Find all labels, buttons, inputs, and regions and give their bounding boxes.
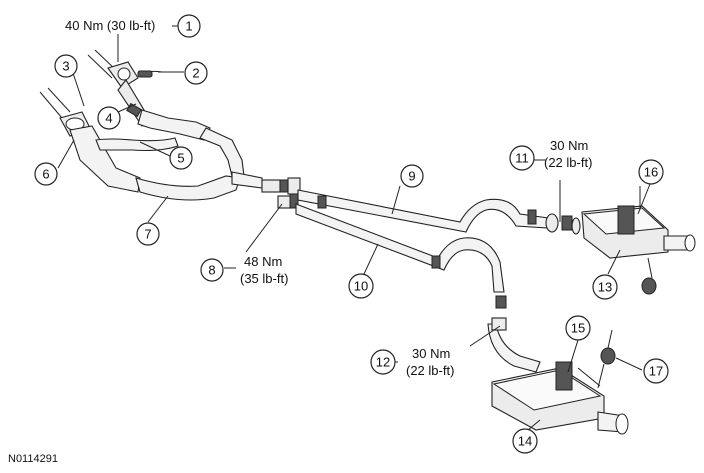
svg-text:9: 9	[408, 169, 415, 184]
torque-label-11-nm: 30 Nm	[550, 138, 588, 153]
torque-label-1: 40 Nm (30 lb-ft)	[65, 18, 155, 33]
lh-muffler-bracket	[555, 361, 601, 391]
front-clamps	[261, 177, 301, 209]
svg-text:15: 15	[571, 321, 585, 336]
figure-id: N0114291	[8, 453, 58, 465]
torque-label-12-nm: 30 Nm	[412, 346, 450, 361]
torque-label-12-lbft: (22 lb-ft)	[406, 363, 454, 378]
lh-muffler-inlet	[487, 323, 541, 373]
lh-converter-pipe	[95, 137, 179, 152]
svg-text:6: 6	[42, 167, 49, 182]
svg-text:5: 5	[177, 151, 184, 166]
rh-muffler-bracket	[617, 186, 641, 235]
torque-label-8-lbft: (35 lb-ft)	[240, 271, 288, 286]
svg-text:11: 11	[515, 151, 529, 166]
callout-16: 16	[638, 159, 664, 185]
callout-15: 15	[565, 315, 591, 341]
callout-3: 3	[54, 54, 78, 78]
pipe-hangers	[317, 195, 537, 269]
svg-text:17: 17	[649, 364, 663, 379]
lh-isolator	[597, 329, 616, 389]
svg-text:2: 2	[192, 66, 199, 81]
callout-13: 13	[592, 274, 618, 300]
lh-pipe-clamp	[491, 295, 507, 331]
rh-isolator	[641, 257, 657, 295]
svg-text:8: 8	[208, 263, 215, 278]
svg-text:14: 14	[518, 434, 532, 449]
callout-12: 12	[370, 349, 396, 375]
lh-muffler-top	[492, 369, 602, 411]
y-pipe-rh-branch	[199, 127, 245, 177]
svg-text:10: 10	[354, 279, 368, 294]
svg-text:16: 16	[644, 165, 658, 180]
callout-4: 4	[97, 106, 121, 130]
y-pipe	[135, 175, 241, 201]
torque-label-11-lbft: (22 lb-ft)	[544, 155, 592, 170]
svg-text:13: 13	[598, 280, 612, 295]
callout-11: 11	[509, 145, 535, 171]
torque-label-8-nm: 48 Nm	[244, 254, 282, 269]
callout-17: 17	[643, 358, 669, 384]
svg-text:7: 7	[144, 227, 151, 242]
svg-text:4: 4	[105, 111, 112, 126]
lh-intermediate-pipe	[295, 203, 505, 293]
rh-muffler-clamp	[545, 213, 581, 235]
callout-7: 7	[136, 222, 160, 246]
svg-text:12: 12	[376, 355, 390, 370]
callout-9: 9	[400, 164, 424, 188]
lh-catalytic-converter	[69, 125, 141, 193]
callout-14: 14	[512, 428, 538, 454]
callout-1: 1	[177, 14, 201, 38]
callout-6: 6	[34, 162, 58, 186]
callout-10: 10	[348, 273, 374, 299]
leader-lines	[57, 25, 651, 431]
rh-catalytic-converter	[137, 109, 211, 141]
svg-text:1: 1	[185, 19, 192, 34]
callout-5: 5	[169, 146, 193, 170]
callout-2: 2	[184, 61, 208, 85]
svg-text:3: 3	[62, 59, 69, 74]
callout-8: 8	[200, 258, 224, 282]
